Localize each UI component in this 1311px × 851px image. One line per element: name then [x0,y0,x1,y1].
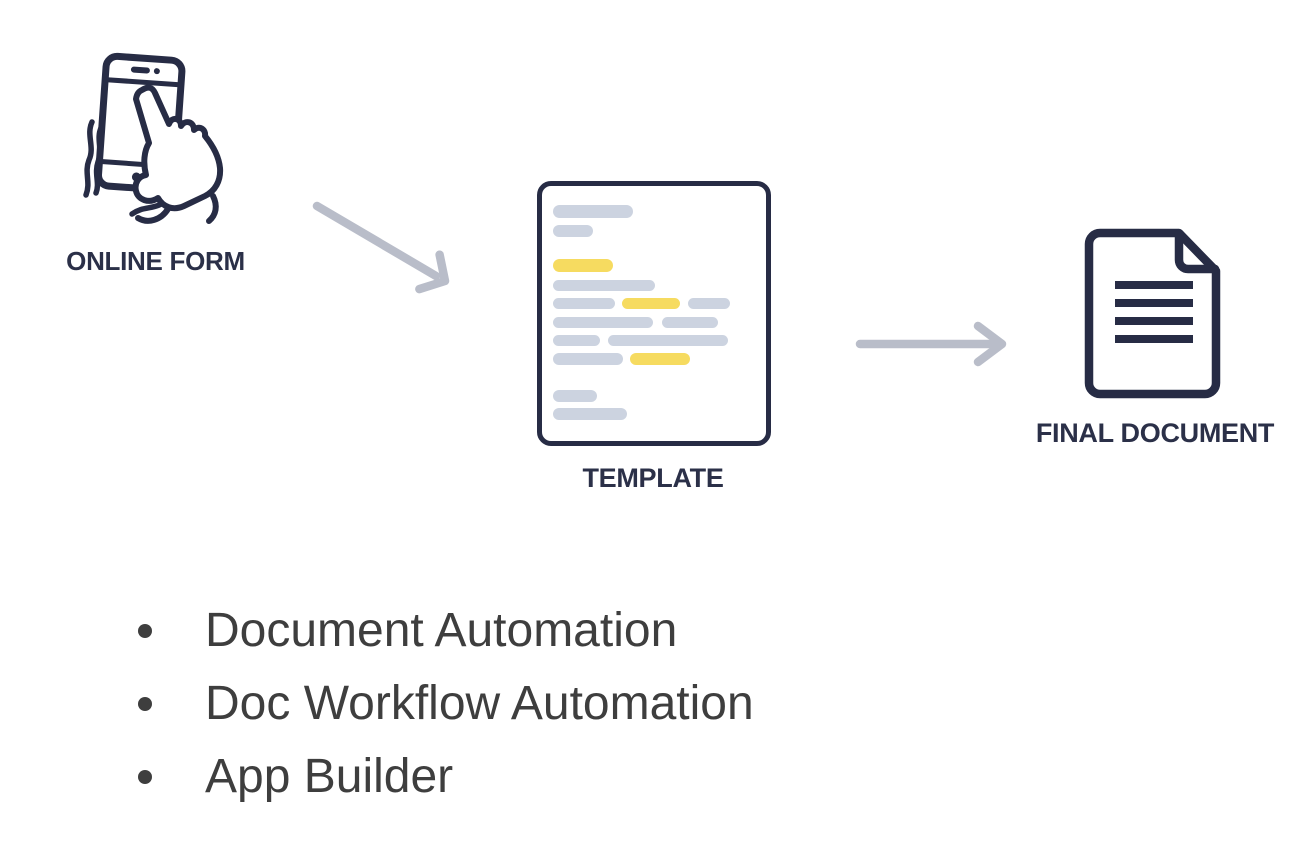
template-line-segment [553,353,623,365]
feature-list: Document Automation Doc Workflow Automat… [138,594,754,813]
template-line-segment [553,259,613,272]
template-line-segment [553,205,633,218]
template-label: TEMPLATE [582,463,724,493]
template-line-segment [553,317,653,328]
template-line-segment [608,335,728,346]
template-line-segment [630,353,690,365]
final-document-label: FINAL DOCUMENT [1035,418,1275,448]
list-item: Document Automation [138,594,754,667]
arrow-right-icon [855,321,1007,367]
arrow-down-right-icon [312,201,450,294]
list-item: Doc Workflow Automation [138,667,754,740]
template-line-segment [622,298,680,309]
list-item: App Builder [138,740,754,813]
document-icon [1084,228,1221,399]
template-line-segment [688,298,730,309]
template-line-segment [553,408,627,420]
feature-label: Document Automation [205,604,678,657]
feature-label: Doc Workflow Automation [205,677,754,730]
template-line-segment [553,390,597,402]
template-document-icon [537,181,771,446]
template-line-segment [553,298,615,309]
template-line-segment [553,225,593,237]
template-lines [542,186,766,441]
template-line-segment [662,317,718,328]
feature-label: App Builder [205,750,454,803]
template-line-segment [553,335,600,346]
online-form-label: ONLINE FORM [66,246,245,276]
phone-tap-icon [83,52,224,224]
template-line-segment [553,280,655,291]
